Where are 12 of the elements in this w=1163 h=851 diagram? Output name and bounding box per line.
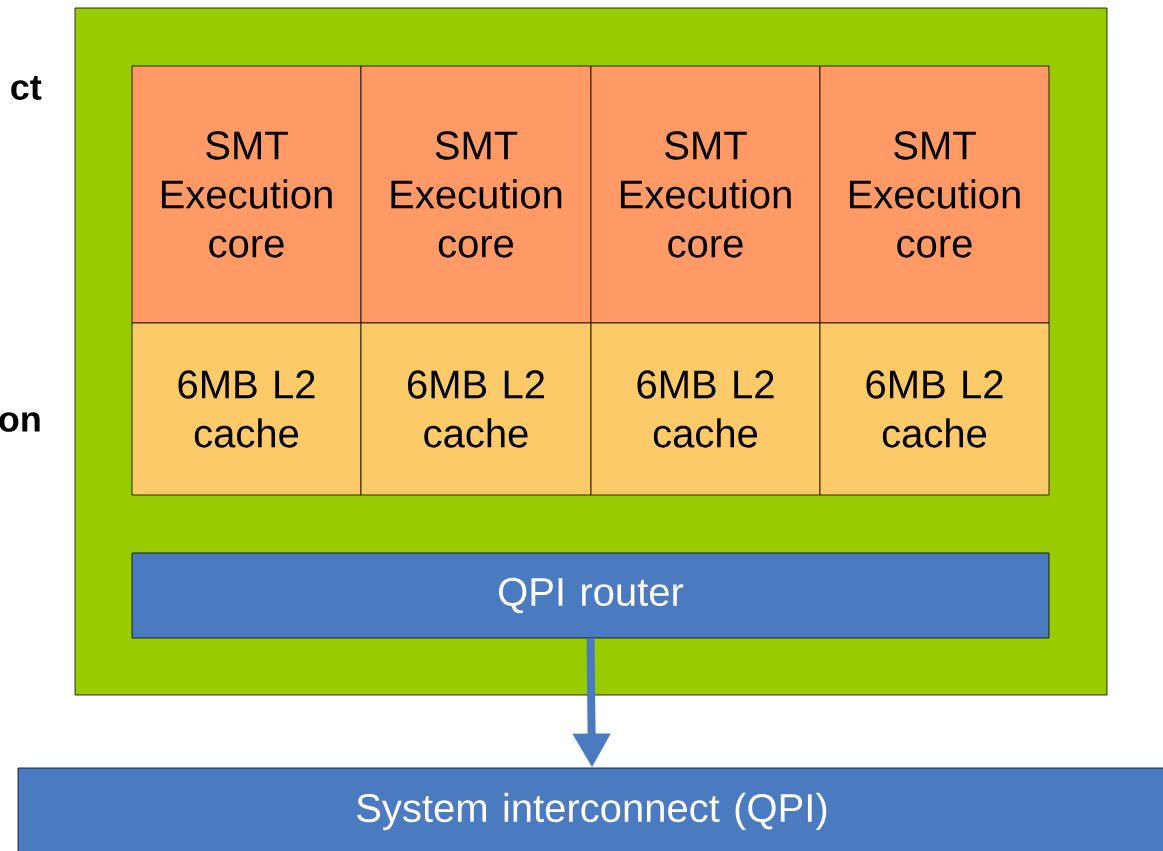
core-box: SMT Execution core: [360, 65, 592, 324]
core-box: SMT Execution core: [819, 65, 1050, 324]
cache-box: 6MB L2 cache: [819, 322, 1050, 496]
cache-box: 6MB L2 cache: [131, 322, 362, 496]
side-label: on: [0, 412, 40, 432]
side-label: ct: [11, 76, 42, 100]
router-box: QPI router: [131, 552, 1050, 639]
core-box: SMT Execution core: [590, 65, 821, 324]
interconnect-bar: System interconnect (QPI): [17, 767, 1163, 851]
core-box: SMT Execution core: [131, 65, 362, 324]
cache-box: 6MB L2 cache: [360, 322, 592, 496]
cache-box: 6MB L2 cache: [590, 322, 821, 496]
